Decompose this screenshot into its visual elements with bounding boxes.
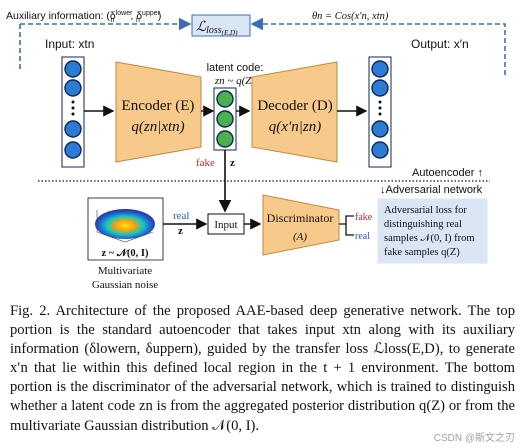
output-node [371,120,389,138]
output-nodes [371,60,389,159]
input-node [64,141,82,159]
dashed-top-right [250,17,506,75]
latent-node [216,90,234,108]
input-node [64,120,82,138]
gaussian-surface-plot [95,209,155,243]
out-fake-label: fake [355,212,373,223]
gaussian-expr: z ~ 𝒩(0, I) [101,248,149,259]
ellipsis-dot [71,100,75,104]
ellipsis-dot [378,106,382,110]
z-label: z [230,157,235,169]
ellipsis-dot [71,106,75,110]
input-box-label: Input [214,219,237,231]
input-node [64,60,82,78]
latent-label: latent code: [207,62,264,74]
figure-caption: Fig. 2. Architecture of the proposed AAE… [10,302,515,436]
latent-node [216,130,234,148]
latent-node [216,110,234,128]
adversarial-label: ↓Adversarial network [380,184,483,196]
decoder-title: Decoder (D) [257,98,332,114]
output-label: Output: x′n [411,37,469,51]
caption-text: Fig. 2. Architecture of the proposed AAE… [10,303,515,434]
discriminator-title: Discriminator [267,211,334,225]
loss-box [191,14,251,37]
gaussian-caption-2: Gaussian noise [92,279,158,291]
out-real-line [345,224,354,236]
ellipsis-dot [378,112,382,116]
note-line-4: fake samples q(Z) [384,247,460,258]
decoder-expr: q(x′n|zn) [269,119,321,135]
autoencoder-label: Autoencoder ↑ [412,167,483,179]
output-node [371,60,389,78]
out-real-label: real [355,231,370,242]
latent-expr: zn ~ q(Z) [214,75,256,87]
watermark: CSDN @斯文之刃 [433,433,515,444]
ellipsis-dot [71,112,75,116]
loss-label: ℒloss(E,D) [196,20,238,37]
encoder-expr: q(zn|xtn) [131,119,184,135]
z-label-2: z [178,225,183,237]
gaussian-caption-1: Multivariate [98,265,152,277]
real-label: real [173,210,189,222]
discriminator-sub: (A) [293,231,307,243]
note-box [377,198,488,264]
encoder-block [115,61,202,163]
fake-label: fake [196,157,215,169]
out-fake-line [339,215,354,225]
decoder-block [251,61,338,163]
discriminator-block [262,194,340,256]
output-node [371,141,389,159]
output-node [371,79,389,97]
theta-label: θn = Cos(x′n, xtn) [312,11,389,22]
ellipsis-dot [378,100,382,104]
input-label: Input: xtn [45,37,94,51]
note-line-3: samples 𝒩(0, I) from [384,233,475,244]
encoder-title: Encoder (E) [122,98,195,114]
input-node [64,79,82,97]
note-line-2: distinguishing real [384,219,462,230]
note-line-1: Adversarial loss for [384,205,467,216]
input-nodes [64,60,82,159]
